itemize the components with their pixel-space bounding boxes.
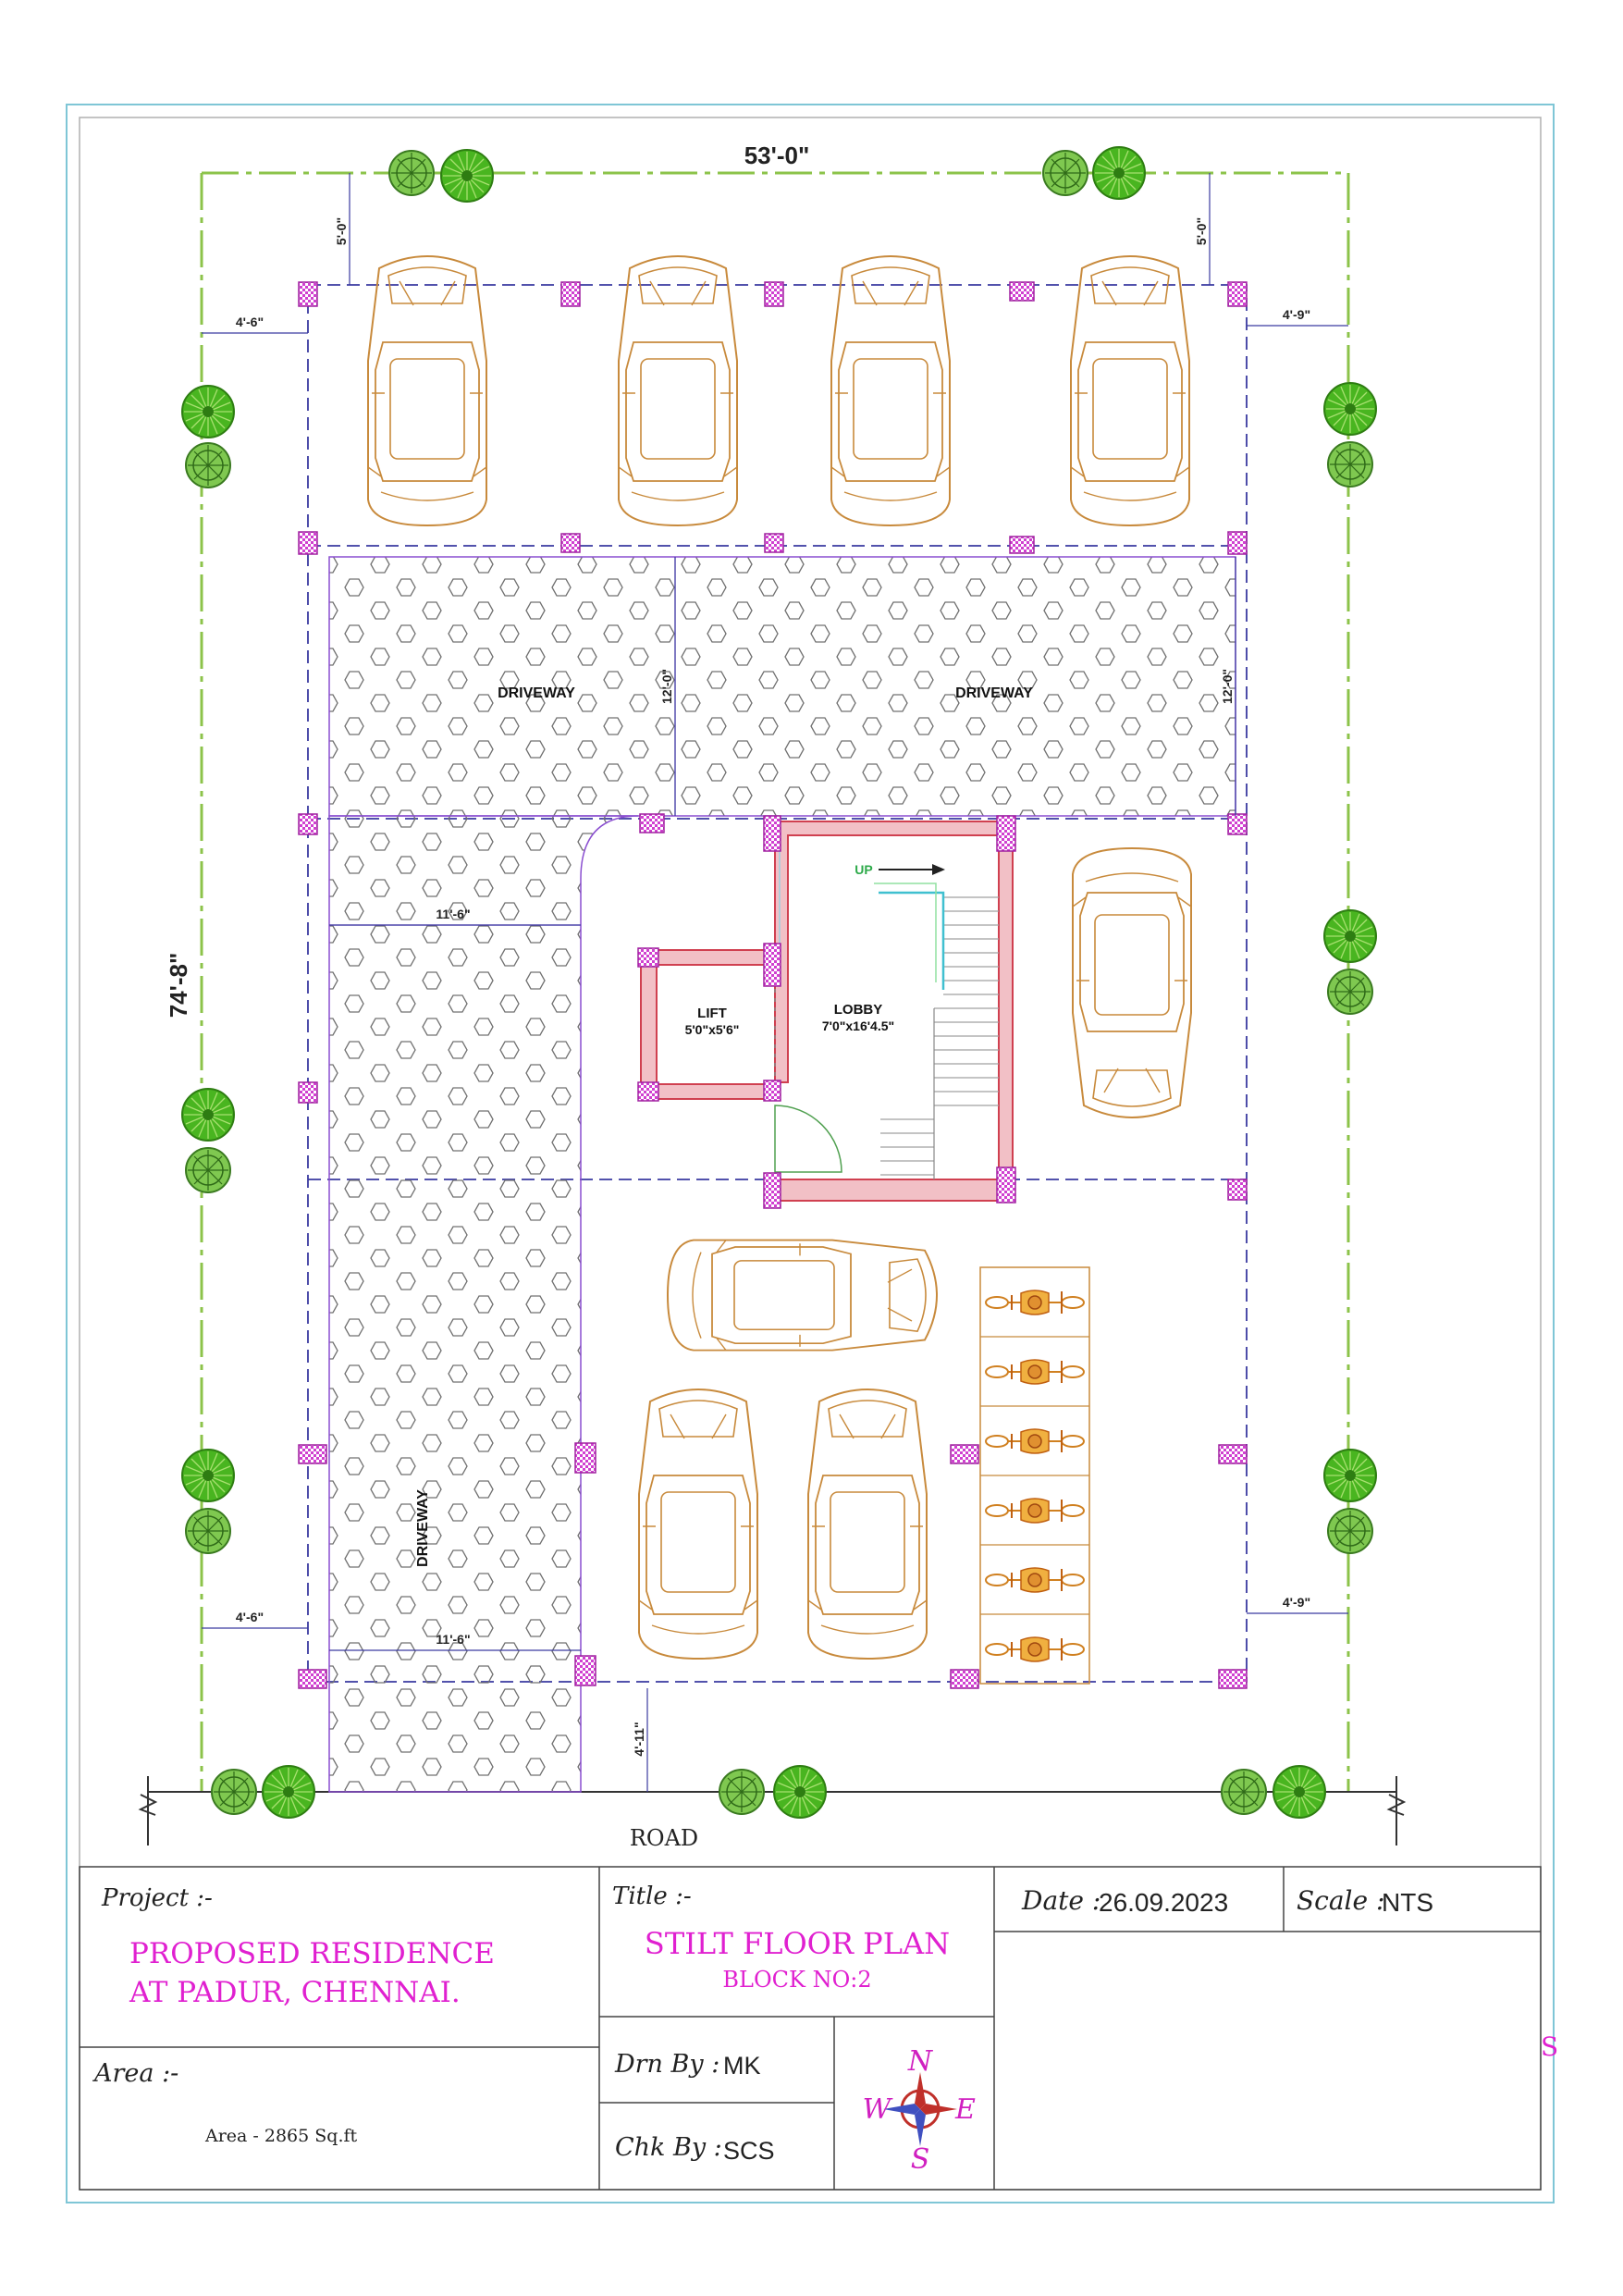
label-lift: LIFT — [697, 1006, 727, 1021]
dim-front-setback: 4'-11" — [632, 1722, 646, 1756]
checked-by-label: Chk By : — [615, 2133, 722, 2162]
area-label: Area :- — [92, 2059, 178, 2088]
drawn-by-value: MK — [723, 2052, 761, 2080]
dim-right-setback-top: 4'-9" — [1283, 307, 1310, 322]
date-label: Date : — [1021, 1885, 1100, 1916]
stair-up-arrow — [879, 864, 945, 875]
dim-left-setback-bottom: 4'-6" — [236, 1610, 264, 1624]
dimension-lines — [202, 173, 1348, 1792]
label-lobby-size: 7'0"x16'4.5" — [822, 1018, 894, 1033]
dim-driveway-width-mid: 11'-6" — [436, 907, 470, 921]
compass-w: W — [863, 2093, 893, 2126]
project-label: Project :- — [101, 1884, 213, 1912]
label-driveway-3: DRIVEWAY — [415, 1489, 431, 1567]
lobby-walls — [774, 821, 1014, 1202]
outer-frame — [66, 104, 1555, 2203]
dim-right-setback-bottom: 4'-9" — [1283, 1595, 1310, 1610]
dim-left-setback-top: 4'-6" — [236, 315, 264, 329]
label-lift-size: 5'0"x5'6" — [685, 1022, 740, 1037]
compass-e: E — [954, 2093, 976, 2126]
title-line-1: STILT FLOOR PLAN — [645, 1926, 950, 1961]
label-road: ROAD — [630, 1825, 698, 1851]
dim-top-setback-left: 5'-0" — [334, 217, 349, 245]
scale-value: NTS — [1382, 1888, 1433, 1917]
inner-frame — [79, 117, 1542, 2191]
columns — [298, 281, 1248, 1689]
project-line-2: AT PADUR, CHENNAI. — [129, 1976, 461, 2009]
compass-n: N — [907, 2045, 934, 2078]
scale-label: Scale : — [1297, 1885, 1384, 1916]
label-driveway-1: DRIVEWAY — [498, 685, 575, 701]
parking-car-horizontal — [667, 1239, 938, 1352]
compass-s: S — [911, 2143, 930, 2176]
road-break-marks — [138, 1776, 1407, 1845]
title-block — [79, 1866, 1542, 2191]
date-value: 26.09.2023 — [1099, 1888, 1228, 1917]
label-lobby: LOBBY — [834, 1002, 883, 1018]
parking-car-row-bottom — [638, 1389, 928, 1660]
checked-by-value: SCS — [723, 2137, 775, 2165]
north-compass-icon — [883, 2072, 957, 2146]
dim-driveway-depth-left: 12'-0" — [659, 669, 674, 704]
dim-driveway-depth-right: 12'-0" — [1220, 669, 1235, 704]
dim-top-setback-right: 5'-0" — [1194, 217, 1209, 245]
drawn-by-label: Drn By : — [614, 2050, 719, 2079]
area-value: Area - 2865 Sq.ft — [204, 2126, 358, 2146]
bike-parking — [979, 1266, 1090, 1685]
label-stair-up: UP — [855, 862, 872, 877]
dim-driveway-width-bottom: 11'-6" — [436, 1632, 470, 1647]
dim-depth: 74'-8" — [165, 953, 192, 1018]
dim-width: 53'-0" — [744, 142, 810, 169]
project-line-1: PROPOSED RESIDENCE — [129, 1937, 495, 1970]
driveway-paving — [328, 556, 1236, 1793]
parking-car-right — [1072, 847, 1192, 1118]
title-label: Title :- — [612, 1882, 692, 1910]
staircase — [874, 883, 999, 1179]
stray-mark: S — [1541, 2031, 1558, 2062]
label-driveway-2: DRIVEWAY — [955, 685, 1033, 701]
title-line-2: BLOCK NO:2 — [722, 1967, 871, 1993]
